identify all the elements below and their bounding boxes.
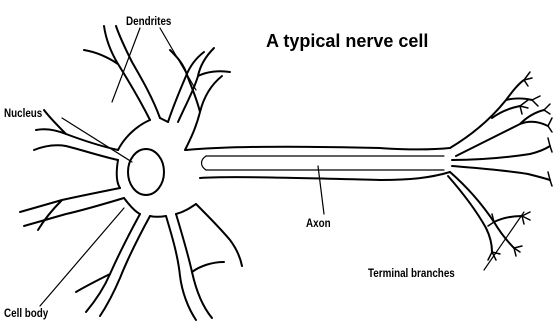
axon-inner-end xyxy=(202,156,207,170)
label-terminal-branches: Terminal branches xyxy=(368,266,455,280)
terminal-branch-middle xyxy=(452,146,550,160)
dendrite-lower-left xyxy=(76,214,140,312)
axon-upper-edge xyxy=(186,147,450,150)
terminal-branch-middle-2 xyxy=(452,166,550,180)
dendrite-lower-left-inner xyxy=(100,216,150,316)
dendrite-upper-right-inner xyxy=(168,52,204,122)
nucleus-shape xyxy=(128,149,164,195)
label-axon: Axon xyxy=(306,216,331,230)
label-nucleus: Nucleus xyxy=(4,106,42,120)
dendrite-left-upper xyxy=(36,110,118,150)
label-dendrites: Dendrites xyxy=(126,14,171,28)
dendrite-left-lower-inner xyxy=(24,198,124,226)
leader-dendrites-left xyxy=(112,28,140,102)
dendrite-upper-right xyxy=(178,48,230,122)
terminal-branch-upper-2 xyxy=(456,110,548,156)
terminal-branch-lower xyxy=(450,172,522,248)
leader-axon xyxy=(318,166,324,214)
dendrite-upper-left xyxy=(84,26,150,120)
leader-lines xyxy=(40,28,524,306)
terminal-branch-lower-2 xyxy=(448,176,492,252)
label-cell-body: Cell body xyxy=(4,306,48,320)
dendrite-lower-right xyxy=(176,214,224,318)
axon-lower-edge xyxy=(200,172,450,180)
terminal-tufts xyxy=(488,72,552,260)
dendrite-lower-mid xyxy=(196,204,242,266)
cell-body-outline xyxy=(170,50,222,150)
leader-dendrites-right xyxy=(160,28,196,90)
leader-cell-body xyxy=(40,208,124,306)
diagram-title: A typical nerve cell xyxy=(266,31,428,52)
